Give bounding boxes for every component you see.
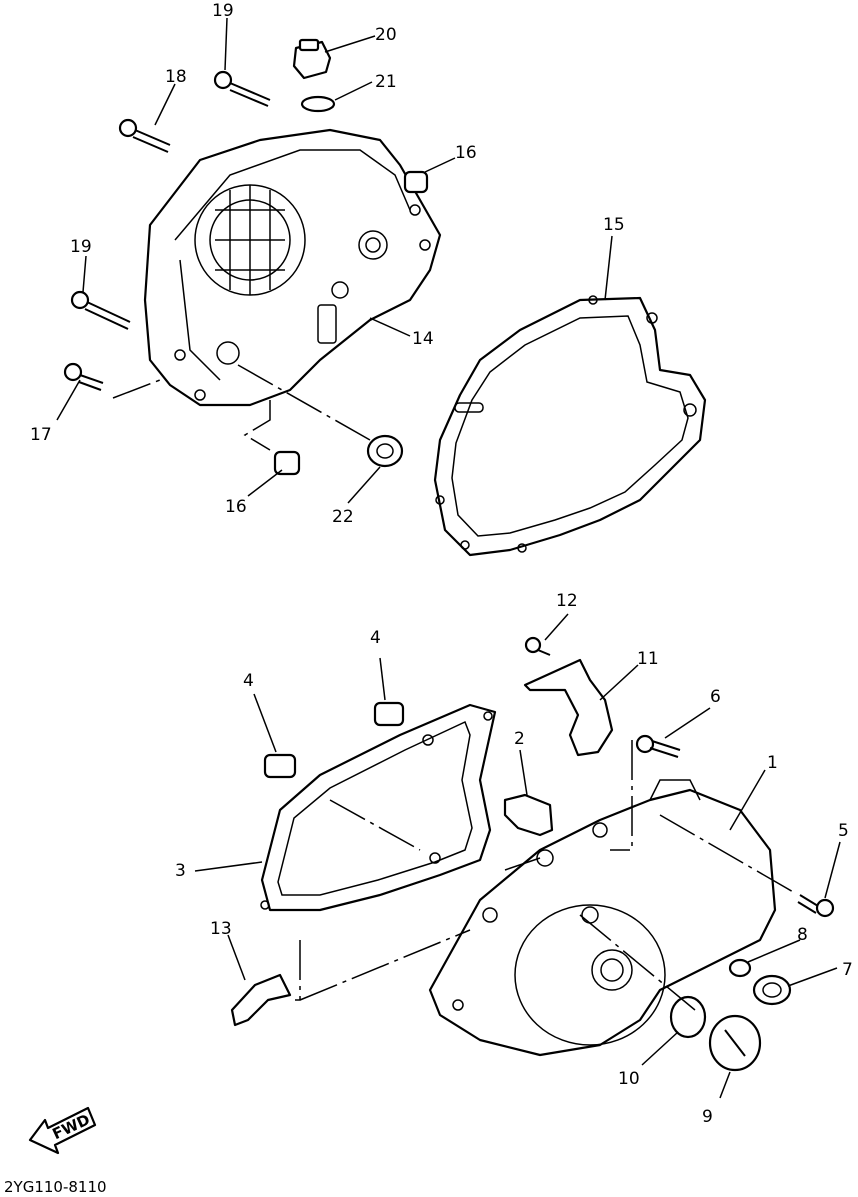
- callout-18: 18: [165, 67, 187, 87]
- callout-19b: 19: [70, 237, 92, 257]
- callout-2: 2: [514, 729, 525, 749]
- oil-filler-cap-20: [292, 38, 332, 80]
- callout-4b: 4: [370, 628, 381, 648]
- callout-17: 17: [30, 425, 52, 445]
- callout-6: 6: [710, 687, 721, 707]
- callouts: 1 2 3 4 4 5 6 7 8 9 10 11 12 13 14 15 16…: [30, 1, 853, 1127]
- dowel-pin-16-top: [403, 170, 429, 194]
- o-ring-8: [728, 958, 752, 978]
- bolt-19-left: [70, 290, 131, 330]
- crankcase-cover-left: [428, 779, 777, 1057]
- bracket-13: [230, 973, 292, 1027]
- callout-13: 13: [210, 919, 232, 939]
- cable-holder-11: [523, 658, 614, 757]
- gasket-15: [433, 295, 707, 557]
- callout-10: 10: [618, 1069, 640, 1089]
- gasket-3: [260, 703, 497, 912]
- callout-22: 22: [332, 507, 354, 527]
- crankshaft-end-cover-9: [708, 1014, 762, 1072]
- callout-20: 20: [375, 25, 397, 45]
- callout-9: 9: [702, 1107, 713, 1127]
- callout-11: 11: [637, 649, 659, 669]
- leader-lines: [56, 17, 841, 1099]
- oil-seal-22: [366, 434, 404, 468]
- callout-19a: 19: [212, 1, 234, 21]
- crankcase-cover-right: [143, 128, 442, 407]
- callout-12: 12: [556, 591, 578, 611]
- bolt-5: [797, 894, 835, 918]
- dowel-pin-4-right: [373, 701, 405, 727]
- bolt-18: [118, 118, 171, 153]
- dowel-pin-16-bottom: [273, 450, 301, 476]
- o-ring-10: [669, 995, 707, 1039]
- callout-4a: 4: [243, 671, 254, 691]
- callout-3: 3: [175, 861, 186, 881]
- bolt-6: [635, 734, 681, 758]
- callout-21: 21: [375, 72, 397, 92]
- plug-7: [752, 974, 792, 1006]
- dowel-pin-4-left: [263, 753, 297, 779]
- screw-12: [524, 636, 551, 656]
- bolt-19-top: [213, 70, 271, 107]
- callout-16a: 16: [455, 143, 477, 163]
- neutral-switch-2: [503, 793, 554, 837]
- bolt-17: [63, 362, 104, 391]
- callout-16b: 16: [225, 497, 247, 517]
- fwd-arrow-icon: FWD: [28, 1106, 97, 1155]
- callout-5: 5: [838, 821, 849, 841]
- callout-15: 15: [603, 215, 625, 235]
- callout-1: 1: [767, 753, 778, 773]
- figure-code: 2YG110-8110: [4, 1178, 107, 1196]
- o-ring-21: [300, 95, 336, 113]
- callout-14: 14: [412, 329, 434, 349]
- callout-8: 8: [797, 925, 808, 945]
- callout-7: 7: [842, 960, 853, 980]
